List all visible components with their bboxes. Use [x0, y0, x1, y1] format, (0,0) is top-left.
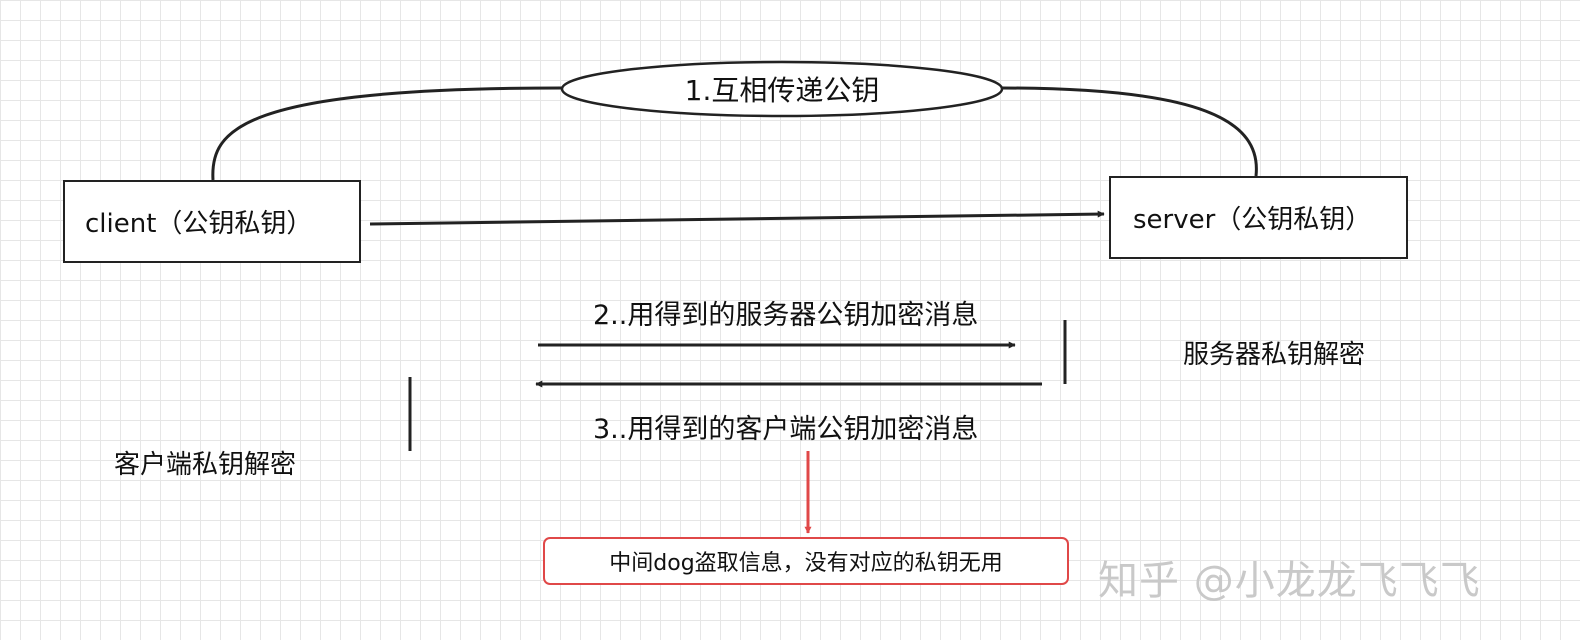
server-node: server（公钥私钥） [1109, 176, 1408, 259]
watermark: 知乎 @小龙龙飞飞飞 [1098, 558, 1481, 604]
server-node-label: server（公钥私钥） [1133, 205, 1372, 235]
arrow-client-to-server [369, 210, 1105, 226]
connector-client-to-ellipse [211, 86, 563, 181]
client-node-label: client（公钥私钥） [85, 209, 313, 239]
connector-server-to-ellipse [1001, 86, 1258, 177]
server-decrypt-label: 服务器私钥解密 [1183, 340, 1366, 370]
mitm-note-label: 中间dog盗取信息，没有对应的私钥无用 [609, 551, 1003, 576]
client-decrypt-label: 客户端私钥解密 [114, 450, 297, 480]
mitm-note-box: 中间dog盗取信息，没有对应的私钥无用 [543, 537, 1069, 585]
step3-label: 3..用得到的客户端公钥加密消息 [593, 414, 979, 445]
step1-label: 1.互相传递公钥 [684, 74, 880, 107]
step1-ellipse [560, 60, 1004, 118]
client-node: client（公钥私钥） [63, 180, 361, 263]
step2-label: 2..用得到的服务器公钥加密消息 [593, 300, 979, 331]
